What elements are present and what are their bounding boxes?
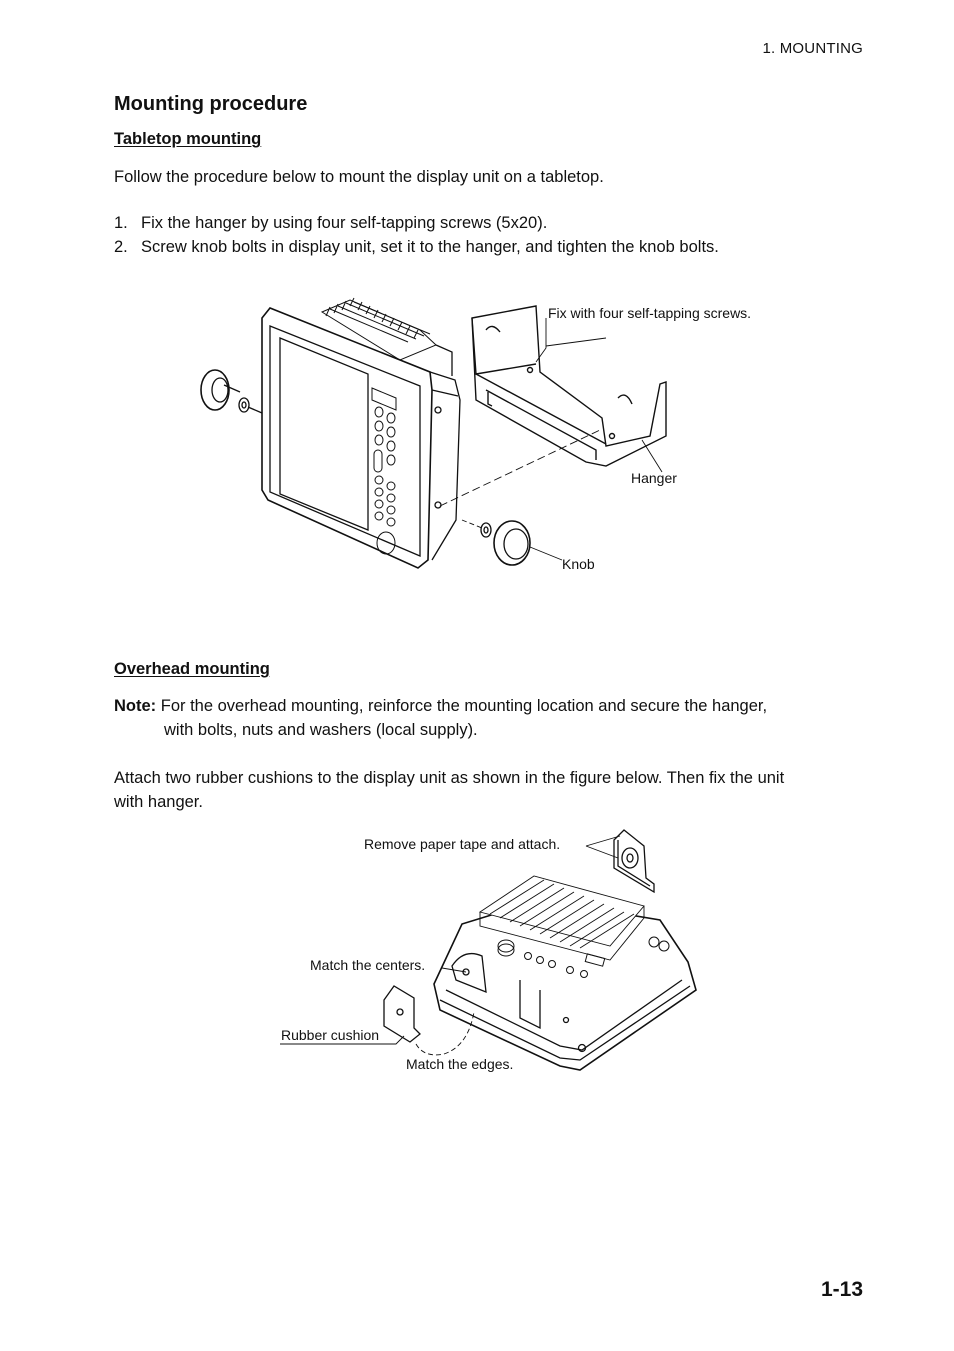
- rubber-cushion-left-icon: [384, 986, 420, 1042]
- tabletop-intro: Follow the procedure below to mount the …: [114, 168, 604, 186]
- overhead-heading: Overhead mounting: [114, 660, 270, 678]
- note-line-2: with bolts, nuts and washers (local supp…: [164, 721, 478, 739]
- left-knob-icon: [201, 370, 262, 413]
- running-header: 1. MOUNTING: [762, 40, 863, 57]
- heat-sink-fins: [322, 298, 436, 360]
- overhead-note: Note: For the overhead mounting, reinfor…: [114, 694, 767, 718]
- callout-hanger: Hanger: [631, 470, 677, 486]
- note-line-1: For the overhead mounting, reinforce the…: [160, 697, 768, 715]
- step-text: Screw knob bolts in display unit, set it…: [141, 238, 719, 256]
- overhead-para-line-2: with hanger.: [114, 793, 203, 811]
- display-housing: [262, 308, 432, 568]
- right-knob-icon: [481, 521, 530, 565]
- note-label: Note:: [114, 697, 157, 715]
- step-1: 1. Fix the hanger by using four self-tapp…: [114, 214, 547, 233]
- callout-edges: Match the edges.: [406, 1056, 514, 1072]
- step-number: 1.: [114, 214, 128, 232]
- display-screen: [280, 338, 368, 530]
- tabletop-heading: Tabletop mounting: [114, 130, 262, 148]
- overhead-para-line-1: Attach two rubber cushions to the displa…: [114, 769, 785, 787]
- page-number: 1-13: [820, 1278, 863, 1301]
- step-number: 2.: [114, 238, 128, 256]
- rubber-cushion-top-icon: [614, 830, 654, 892]
- step-2: 2. Screw knob bolts in display unit, set …: [114, 238, 719, 257]
- section-title: Mounting procedure: [114, 93, 308, 115]
- hanger-bracket: [472, 306, 666, 466]
- heat-sink-fins: [480, 876, 644, 960]
- callout-cushion: Rubber cushion: [281, 1027, 380, 1043]
- callout-tape: Remove paper tape and attach.: [364, 836, 561, 852]
- callout-knob: Knob: [562, 556, 595, 572]
- callout-screws: Fix with four self-tapping screws.: [548, 305, 752, 321]
- callout-centers: Match the centers.: [310, 957, 426, 973]
- step-text: Fix the hanger by using four self-tappin…: [141, 214, 548, 232]
- connectors: [498, 937, 669, 978]
- key-panel: [372, 388, 396, 554]
